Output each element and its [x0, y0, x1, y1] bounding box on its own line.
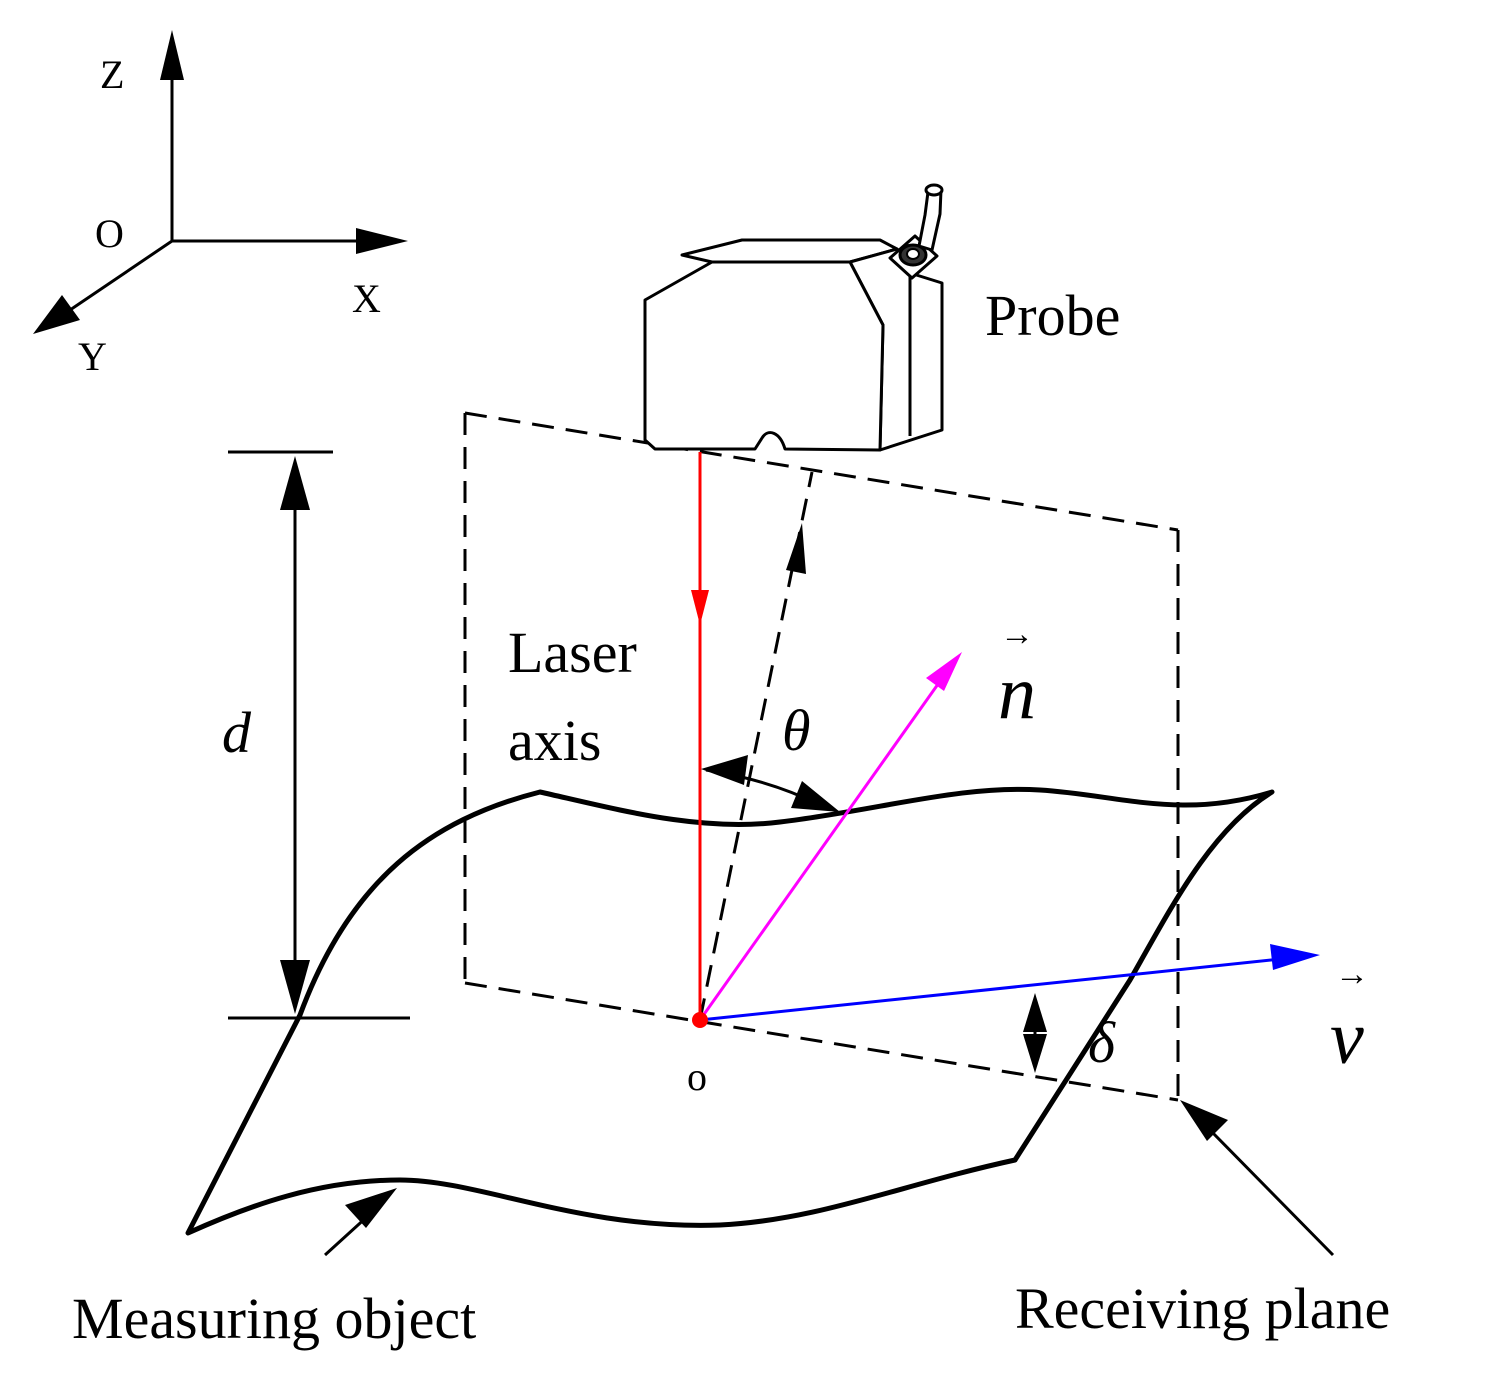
receiving-plane-top-edge [464, 411, 1179, 532]
coordinate-axes [33, 30, 408, 334]
receiving-plane [463, 411, 1180, 1102]
receiving-plane-leader-line [1208, 1128, 1335, 1257]
laser-axis-label-line1: Laser [508, 620, 637, 685]
receiving-plane-leader-arrowhead [1180, 1100, 1228, 1141]
velocity-vector-symbol: v [1330, 996, 1364, 1080]
laser-axis-label-line2: axis [508, 708, 601, 773]
y-axis-line [69, 239, 173, 312]
reflected-ray-arrowhead [786, 523, 806, 574]
normal-vector-arrowhead [926, 652, 962, 691]
measuring-object-label: Measuring object [72, 1286, 476, 1351]
theta-arrowhead-left [701, 755, 748, 785]
probe-cable-end [924, 183, 944, 197]
z-axis-arrowhead [160, 30, 184, 80]
origin-label: O [95, 211, 124, 256]
receiving-plane-bottom-edge [464, 981, 1179, 1102]
probe-connector-core [906, 248, 920, 260]
delta-symbol: δ [1088, 1010, 1116, 1075]
measurement-point [692, 1012, 708, 1028]
laser-axis-arrowhead [691, 590, 709, 625]
probe-cable [917, 188, 943, 252]
probe [643, 183, 944, 452]
normal-vector-arrow-symbol: → [1000, 616, 1034, 653]
velocity-vector-line [699, 956, 1291, 1022]
probe-label: Probe [985, 283, 1120, 348]
theta-arrowhead-right [791, 781, 840, 812]
distance-arrowhead-top [280, 456, 310, 510]
point-label: o [687, 1054, 707, 1099]
distance-dimension [228, 450, 410, 1020]
y-axis-label: Y [78, 334, 107, 379]
delta-arrowhead-bottom [1023, 1034, 1047, 1073]
y-axis-arrowhead [33, 295, 80, 334]
measuring-object-leader-arrowhead [345, 1188, 397, 1228]
theta-symbol: θ [782, 698, 811, 763]
x-axis-arrowhead [356, 228, 408, 254]
normal-vector-symbol: n [998, 651, 1036, 735]
receiving-plane-label: Receiving plane [1015, 1276, 1390, 1341]
measuring-object-surface [185, 786, 1275, 1236]
probe-front-face [643, 260, 885, 452]
x-axis-label: X [352, 276, 381, 321]
velocity-vector-arrowhead [1270, 944, 1320, 970]
normal-vector-line [698, 669, 950, 1021]
distance-symbol: d [222, 700, 252, 765]
velocity-vector-arrow-symbol: → [1335, 956, 1369, 993]
delta-arrowhead-top [1023, 993, 1047, 1032]
reflected-ray-line [698, 471, 814, 1021]
z-axis-label: Z [100, 52, 124, 97]
distance-arrowhead-bottom [280, 960, 310, 1014]
